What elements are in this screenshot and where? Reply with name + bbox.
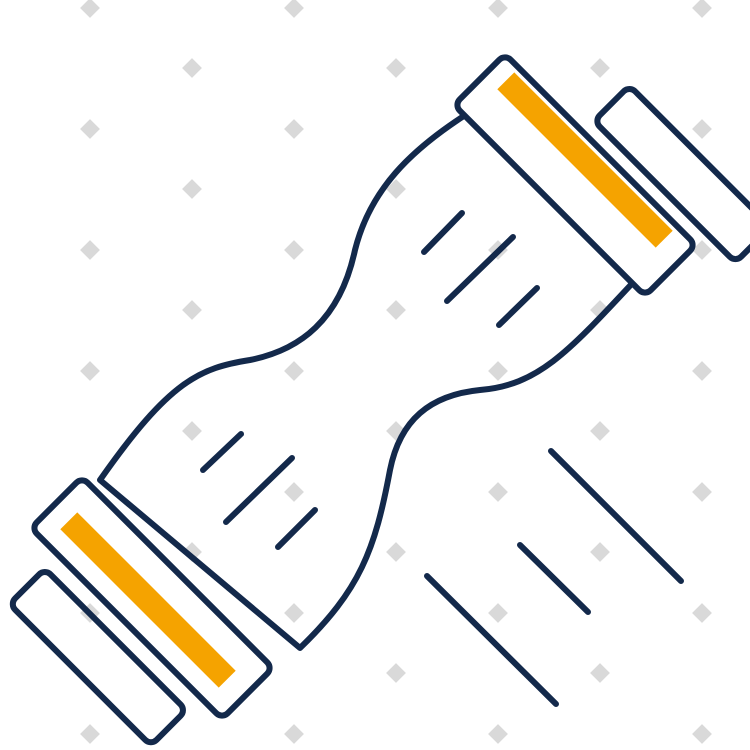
watermark-diamond xyxy=(80,724,100,744)
watermark-diamond xyxy=(692,119,712,139)
watermark-diamond xyxy=(692,724,712,744)
watermark-diamond xyxy=(182,58,202,78)
watermark-diamond xyxy=(284,119,304,139)
upper-conductor-lines xyxy=(421,210,540,328)
watermark-diamond xyxy=(284,240,304,260)
lower-connector-back xyxy=(9,569,186,746)
watermark-diamond xyxy=(386,542,406,562)
lower-conductor-lines xyxy=(200,431,318,550)
upper-connector-front xyxy=(454,54,696,296)
watermark-diamond xyxy=(386,179,406,199)
upper-connector-back xyxy=(594,85,750,263)
watermark-diamond xyxy=(80,361,100,381)
watermark-diamond xyxy=(284,603,304,623)
watermark-diamond xyxy=(590,421,610,441)
lower-connector-accent xyxy=(60,512,236,688)
watermark-diamond xyxy=(182,421,202,441)
watermark-diamond xyxy=(80,0,100,18)
watermark-diamond xyxy=(488,482,508,502)
watermark-diamond xyxy=(692,603,712,623)
watermark-diamond xyxy=(284,482,304,502)
watermark-diamond xyxy=(488,603,508,623)
watermark-diamond xyxy=(182,179,202,199)
watermark-diamond xyxy=(488,361,508,381)
upper-connector xyxy=(454,54,750,296)
watermark-diamond xyxy=(284,361,304,381)
upper-connector-accent xyxy=(497,72,673,248)
watermark-diamond xyxy=(182,300,202,320)
watermark-diamond xyxy=(386,58,406,78)
watermark-diamond xyxy=(692,482,712,502)
watermark-diamond xyxy=(80,240,100,260)
ribbon-cable-body xyxy=(97,109,643,651)
watermark-diamond xyxy=(692,0,712,18)
watermark-diamond xyxy=(590,663,610,683)
watermark-diamond xyxy=(386,300,406,320)
watermark-diamond xyxy=(590,542,610,562)
watermark-diamond xyxy=(284,724,304,744)
watermark-diamond xyxy=(488,0,508,18)
watermark-diamond xyxy=(488,724,508,744)
watermark-diamond xyxy=(590,58,610,78)
watermark-diamond xyxy=(692,361,712,381)
watermark-diamond xyxy=(386,663,406,683)
motion-lines xyxy=(424,448,684,707)
lower-connector xyxy=(9,477,273,746)
watermark-diamond xyxy=(80,119,100,139)
watermark-diamond xyxy=(284,0,304,18)
